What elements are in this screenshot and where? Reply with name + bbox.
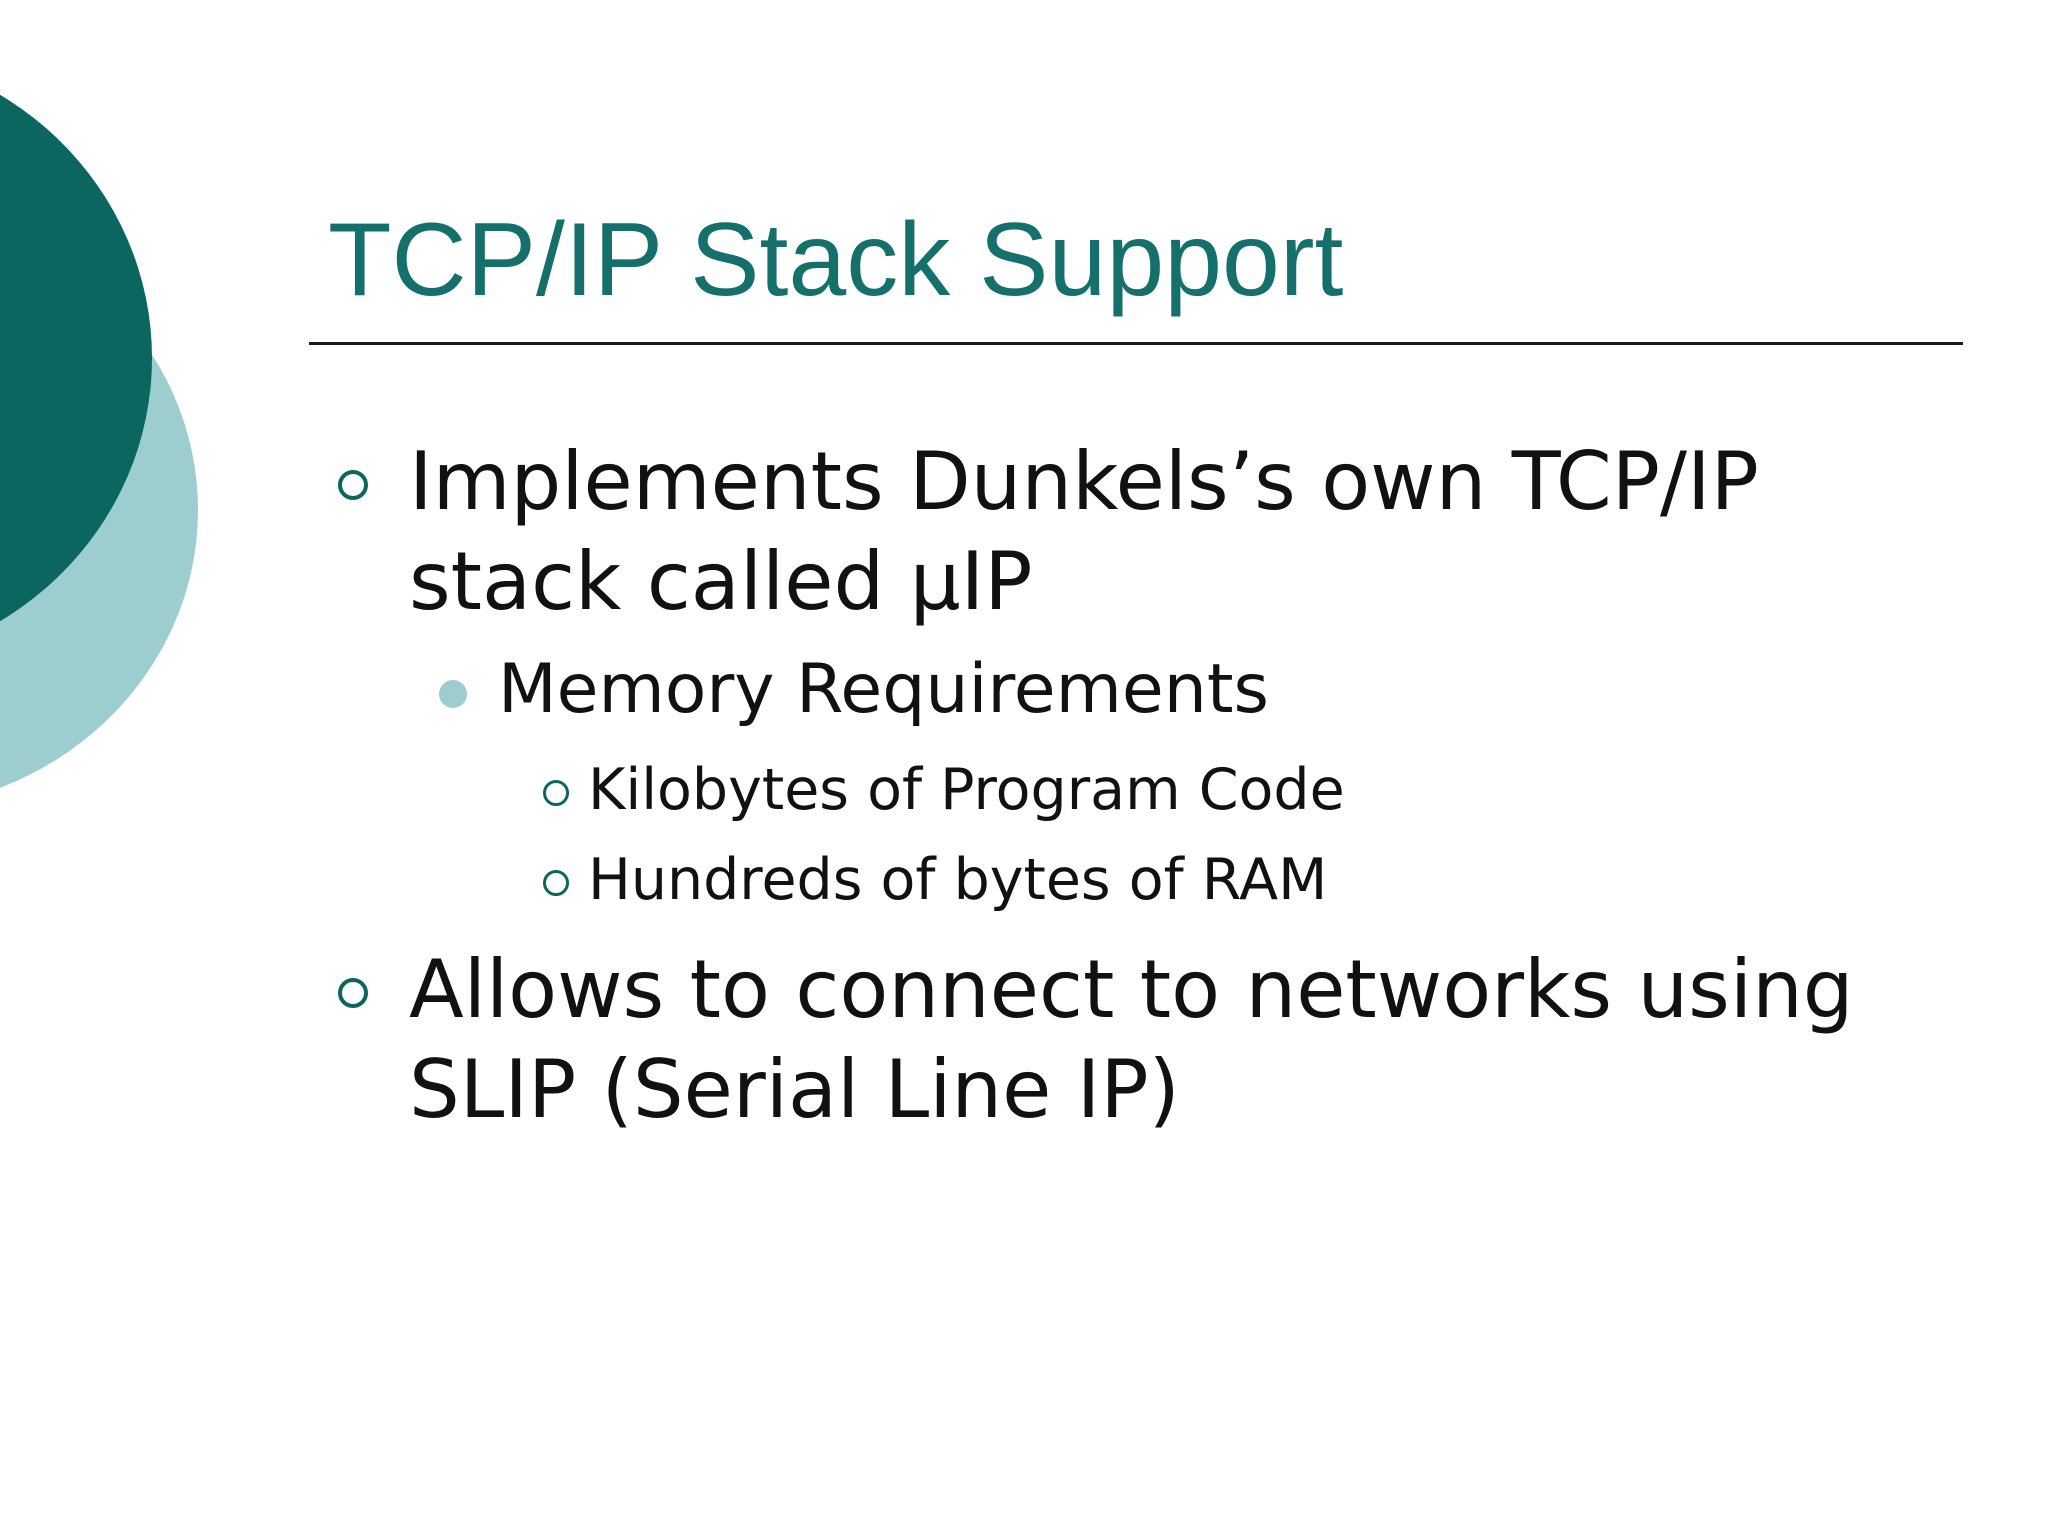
filled-dot-icon (439, 680, 467, 708)
bullet-2-text: Allows to connect to networks using SLIP… (409, 943, 1854, 1136)
bullet-1-sub-1-sub-1-text: Kilobytes of Program Code (588, 757, 1345, 823)
hollow-circle-icon (338, 470, 368, 500)
decorative-circles (0, 94, 198, 788)
bullet-1-sub-1-sub-2-text: Hundreds of bytes of RAM (588, 847, 1328, 913)
hollow-circle-icon (338, 978, 368, 1008)
dark-teal-circle (0, 94, 152, 622)
hollow-circle-icon (543, 780, 569, 806)
title-divider (309, 342, 1963, 345)
hollow-circle-icon (543, 870, 569, 896)
slide-title: TCP/IP Stack Support (328, 202, 1344, 318)
bullet-1-sub-1-text: Memory Requirements (498, 650, 1269, 729)
bullet-1-text: Implements Dunkels’s own TCP/IP stack ca… (409, 435, 1759, 628)
